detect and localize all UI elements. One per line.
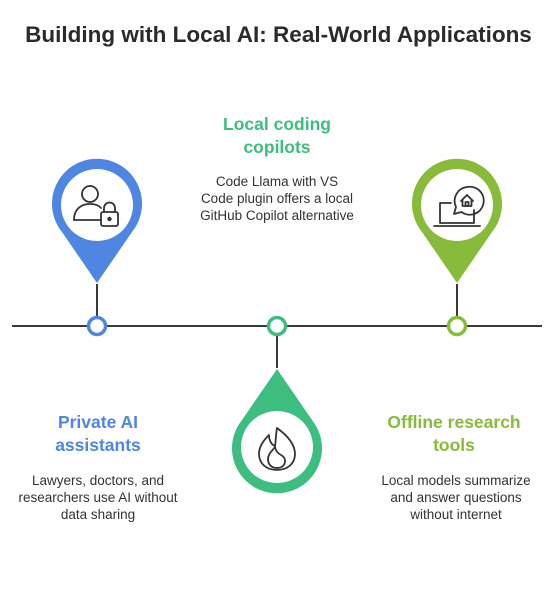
pin-private-ai xyxy=(52,158,142,283)
timeline-dot-coding-copilots xyxy=(266,315,288,337)
diagram-title: Building with Local AI: Real-World Appli… xyxy=(25,22,532,47)
laptop-home-chat-icon xyxy=(433,185,485,227)
pin-coding-copilots xyxy=(232,369,322,494)
milestone-heading-private-ai: Private AI assistants xyxy=(55,412,141,455)
milestone-heading-coding-copilots: Local coding copilots xyxy=(223,114,331,157)
user-lock-icon xyxy=(73,185,119,227)
milestone-description-offline-research: Local models summarize and answer questi… xyxy=(381,473,531,522)
milestone-description-private-ai: Lawyers, doctors, and researchers use AI… xyxy=(18,473,178,522)
pin-offline-research xyxy=(412,158,502,283)
timeline-dot-private-ai xyxy=(86,315,108,337)
timeline-dot-offline-research xyxy=(446,315,468,337)
milestone-description-coding-copilots: Code Llama with VS Code plugin offers a … xyxy=(200,174,354,223)
milestone-heading-offline-research: Offline research tools xyxy=(387,412,521,455)
fire-icon xyxy=(258,427,296,471)
